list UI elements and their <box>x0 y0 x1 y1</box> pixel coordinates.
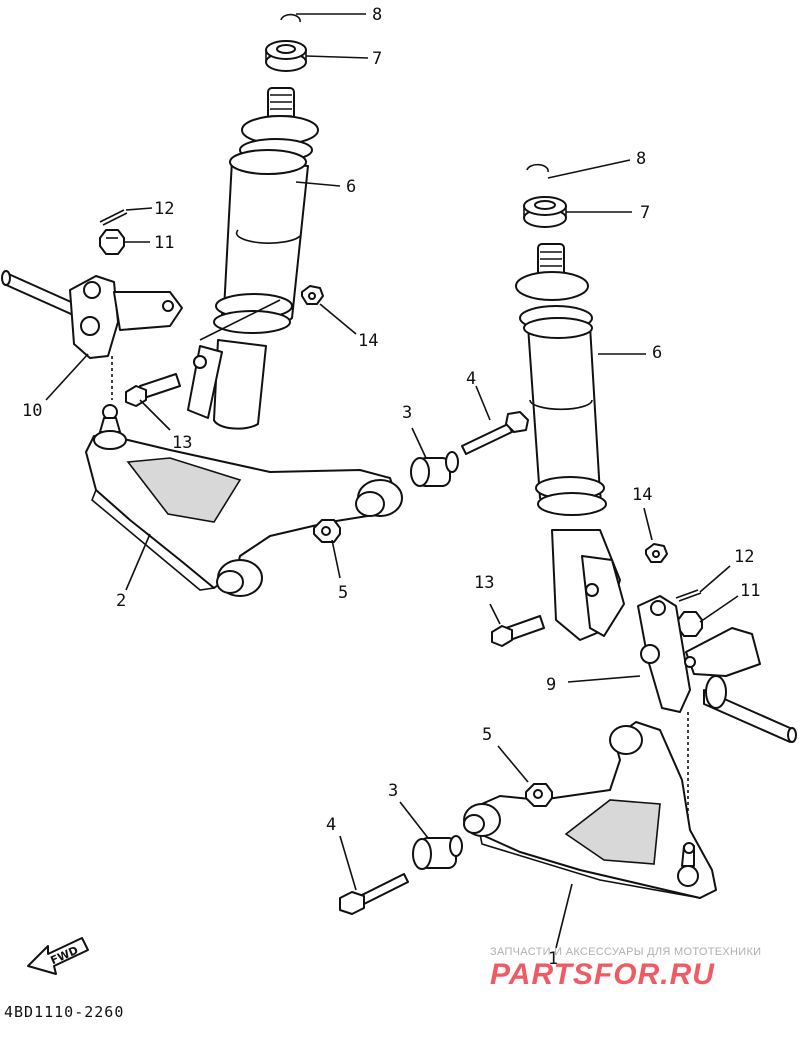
circlip-part-8-right <box>526 163 549 173</box>
watermark-logo: PARTSFOR.RU <box>490 958 715 991</box>
bushing-part-3-right <box>412 835 463 870</box>
callout-1: 1 <box>548 949 558 969</box>
bolt-part-13-right <box>491 615 545 647</box>
callout-11-left: 11 <box>154 233 174 253</box>
callout-6-right: 6 <box>652 343 662 363</box>
callout-6-left: 6 <box>346 177 356 197</box>
bolt-part-4-right <box>339 873 409 915</box>
watermark-subtitle: ЗАПЧАСТИ И АКСЕССУАРЫ ДЛЯ МОТОТЕХНИКИ <box>490 946 762 958</box>
cotter-pin-part-12-left <box>99 209 128 226</box>
shock-absorber-part-6-right <box>515 243 625 641</box>
callout-14-left: 14 <box>358 331 378 351</box>
callout-9: 9 <box>546 675 556 695</box>
lower-arm-part-1 <box>463 721 717 899</box>
callout-3-left: 3 <box>402 403 412 423</box>
callout-3-right: 3 <box>388 781 398 801</box>
bolt-part-4-left <box>461 411 529 455</box>
nut-part-5-right <box>525 783 553 807</box>
cotter-pin-part-12-right <box>675 589 702 602</box>
callout-8-right: 8 <box>636 149 646 169</box>
callout-14-right: 14 <box>632 485 652 505</box>
callout-5-left: 5 <box>338 583 348 603</box>
bolt-part-13-left <box>125 373 181 407</box>
bushing-part-3-left <box>410 451 459 487</box>
locknut-part-7-left <box>265 40 307 72</box>
nut-part-5-left <box>313 519 341 543</box>
callout-10: 10 <box>22 401 42 421</box>
callout-2: 2 <box>116 591 126 611</box>
callout-7-right: 7 <box>640 203 650 223</box>
drawing-code: 4BD1110-2260 <box>4 1003 125 1021</box>
callout-8-left: 8 <box>372 5 382 25</box>
right-suspension-assembly <box>339 163 797 915</box>
left-suspension-assembly <box>1 13 529 597</box>
callout-13-right: 13 <box>474 573 494 593</box>
lower-arm-part-2 <box>85 404 403 597</box>
forward-direction-arrow: FWD <box>27 937 89 975</box>
steering-knuckle-part-9 <box>637 595 797 840</box>
locknut-part-7-right <box>523 196 567 228</box>
callout-4-right: 4 <box>326 815 336 835</box>
circlip-part-8-left <box>280 13 301 23</box>
nut-part-14-right <box>645 543 668 563</box>
callout-12-left: 12 <box>154 199 174 219</box>
steering-knuckle-part-10-left <box>1 270 183 400</box>
callout-11-right: 11 <box>740 581 760 601</box>
callout-7-left: 7 <box>372 49 382 69</box>
callout-numbers: 8 7 6 12 11 14 10 13 2 5 3 4 8 7 6 14 12… <box>22 5 760 969</box>
nut-part-14-left <box>301 285 324 305</box>
callout-4-left: 4 <box>466 369 476 389</box>
leader-lines <box>45 13 739 949</box>
shock-absorber-part-6-left <box>187 87 319 430</box>
callout-13-left: 13 <box>172 433 192 453</box>
castle-nut-part-11-right <box>677 611 703 637</box>
callout-12-right: 12 <box>734 547 754 567</box>
castle-nut-part-11-left <box>99 229 125 255</box>
callout-5-right: 5 <box>482 725 492 745</box>
